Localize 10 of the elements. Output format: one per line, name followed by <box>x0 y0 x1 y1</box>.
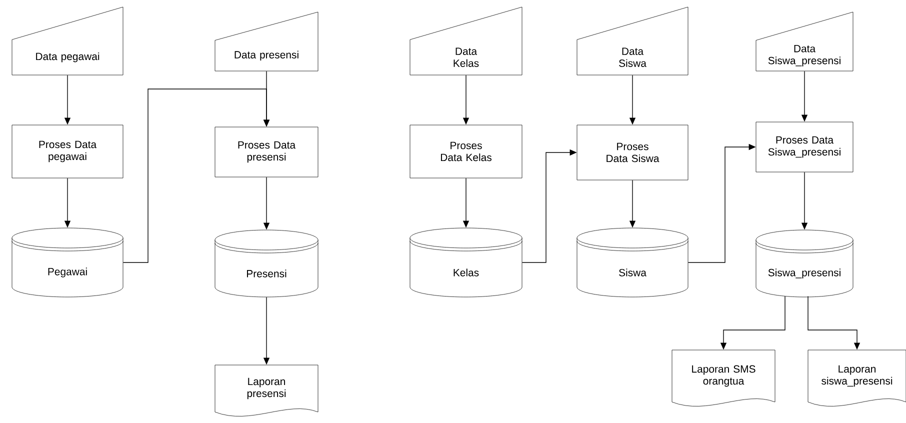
database-cylinder: Kelas <box>410 228 522 298</box>
database-cylinder: Siswa_presensi <box>756 230 854 298</box>
process-box: Proses Data presensi <box>214 126 318 178</box>
process-box: Proses Data Siswa <box>576 124 688 180</box>
database-cylinder: Presensi <box>214 230 318 298</box>
database-cylinder: Pegawai <box>12 228 124 298</box>
process-box: Proses Data pegawai <box>12 124 124 178</box>
process-box: Proses Data Siswa_presensi <box>756 122 854 172</box>
database-cylinder: Siswa <box>576 228 688 298</box>
process-box: Proses Data Kelas <box>410 124 522 178</box>
